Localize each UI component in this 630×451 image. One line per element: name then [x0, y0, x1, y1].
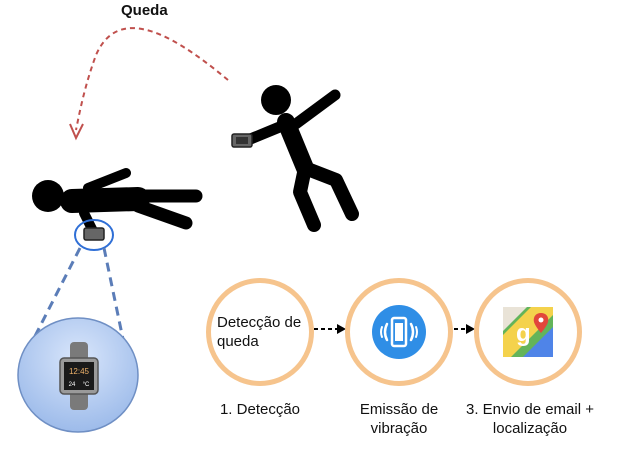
falling-person-icon	[242, 85, 359, 232]
caption-notification: 3. Envio de email + localização	[466, 401, 594, 437]
stage-detection: Detecção de queda	[206, 278, 314, 386]
google-maps-icon: g	[503, 307, 553, 357]
watch-date: 24	[69, 382, 76, 388]
watch-highlight-circle	[74, 219, 114, 251]
caption-vibration: Emissão de vibração	[359, 401, 439, 437]
fall-arrow-head	[69, 123, 84, 141]
lying-person-watch-icon	[83, 227, 105, 241]
fall-arrow	[75, 27, 229, 131]
flow-arrow-1	[314, 324, 346, 334]
lying-person-icon	[32, 168, 203, 238]
watch-time: 12:45	[69, 367, 90, 376]
fall-title: Queda	[121, 2, 168, 19]
stage-maps: g	[474, 278, 582, 386]
stage-detection-label: Detecção de queda	[217, 314, 302, 350]
watch-unit: °C	[83, 382, 90, 388]
stage-vibration	[345, 278, 453, 386]
svg-text:g: g	[516, 320, 531, 347]
zoom-line-left	[30, 247, 82, 343]
caption-detection: 1. Detecção	[219, 401, 301, 418]
zoom-line-right	[102, 247, 126, 345]
smartwatch-icon: 12:45 24 °C	[59, 342, 99, 410]
falling-person-watch-icon	[231, 133, 253, 148]
vibration-icon	[372, 305, 426, 359]
